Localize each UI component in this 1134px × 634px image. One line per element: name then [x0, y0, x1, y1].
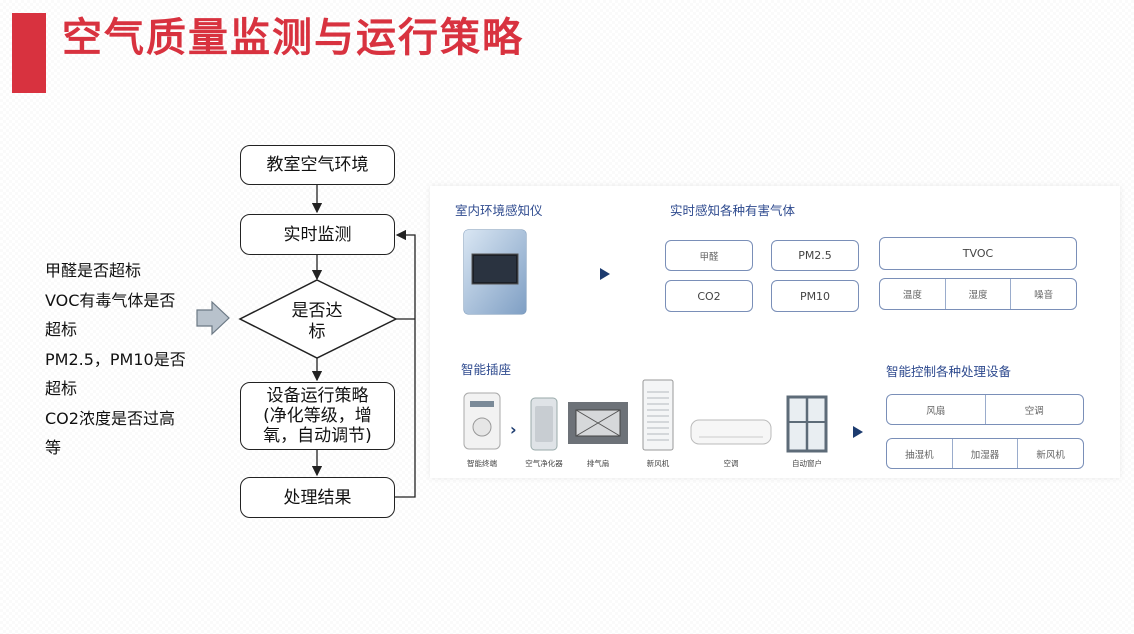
fresh-air-unit-image	[642, 379, 674, 451]
flow-step-result: 处理结果	[240, 477, 395, 518]
criteria-line: CO2浓度是否过高	[45, 408, 175, 428]
air-conditioner-image	[690, 419, 772, 445]
chevron-right-icon: ›	[510, 420, 517, 439]
device-label: 空气净化器	[525, 459, 563, 468]
device-label: 新风机	[646, 459, 670, 468]
criteria-line: VOC有毒气体是否	[45, 290, 176, 310]
criteria-line: PM2.5，PM10是否	[45, 349, 186, 369]
gas-formaldehyde: 甲醛	[665, 240, 753, 271]
arrow-right-icon	[853, 426, 863, 438]
title-accent-bar	[12, 13, 46, 93]
environment-sensor-image	[463, 229, 527, 315]
gas-tvoc: TVOC	[879, 237, 1077, 270]
metric-humidity: 湿度	[944, 279, 1011, 309]
input-arrow-icon	[196, 300, 230, 336]
controlled-dehumidifier: 抽湿机	[905, 449, 934, 461]
criteria-line: 超标	[45, 379, 78, 398]
controlled-devices-row-2: 抽湿机 加湿器 新风机	[886, 438, 1084, 469]
sensor-label: 室内环境感知仪	[455, 203, 543, 218]
gas-pm25: PM2.5	[771, 240, 859, 271]
smart-terminal-image	[463, 392, 501, 450]
strategy-line-2: (净化等级，增	[263, 406, 372, 426]
flow-step-classroom-air: 教室空气环境	[240, 145, 395, 185]
controlled-fan: 风扇	[926, 405, 946, 417]
flow-step-device-strategy: 设备运行策略 (净化等级，增 氧，自动调节)	[240, 382, 395, 450]
criteria-line: 等	[45, 438, 62, 457]
air-purifier-image	[530, 397, 558, 451]
smart-socket-label: 智能插座	[461, 362, 512, 377]
env-metrics-row: 温度 湿度 噪音	[879, 278, 1077, 310]
device-label: 自动窗户	[792, 459, 822, 468]
control-label: 智能控制各种处理设备	[886, 364, 1012, 379]
page-title: 空气质量监测与运行策略	[62, 15, 524, 61]
arrow-right-icon	[600, 268, 610, 280]
criteria-line: 超标	[45, 320, 78, 339]
criteria-list: 甲醛是否超标 VOC有毒气体是否 超标 PM2.5，PM10是否 超标 CO2浓…	[45, 256, 195, 463]
device-label: 排气扇	[586, 459, 610, 468]
controlled-fresh-air: 新风机	[1017, 439, 1083, 468]
criteria-line: 甲醛是否超标	[45, 261, 142, 280]
metric-noise: 噪音	[1010, 279, 1076, 309]
exhaust-fan-image	[568, 402, 628, 444]
flow-decision-label: 是否达 标	[270, 301, 364, 343]
controlled-humidifier: 加湿器	[951, 439, 1018, 468]
strategy-line-1: 设备运行策略	[266, 386, 369, 406]
gas-pm10: PM10	[771, 280, 859, 312]
metric-temperature: 温度	[902, 290, 922, 301]
flow-step-realtime-monitoring: 实时监测	[240, 214, 395, 255]
device-label: 空调	[723, 459, 739, 468]
system-panel: 室内环境感知仪 实时感知各种有害气体 甲醛 PM2.5 TVOC CO2 PM1…	[430, 186, 1120, 478]
auto-window-image	[786, 395, 828, 453]
device-label: 智能终端	[467, 459, 497, 468]
controlled-devices-row-1: 风扇 空调	[886, 394, 1084, 425]
gases-label: 实时感知各种有害气体	[670, 203, 796, 218]
strategy-line-3: 氧，自动调节)	[263, 426, 372, 446]
decision-line-2: 标	[308, 322, 326, 342]
decision-line-1: 是否达	[291, 301, 343, 321]
gas-co2: CO2	[665, 280, 753, 312]
controlled-ac: 空调	[984, 395, 1084, 424]
